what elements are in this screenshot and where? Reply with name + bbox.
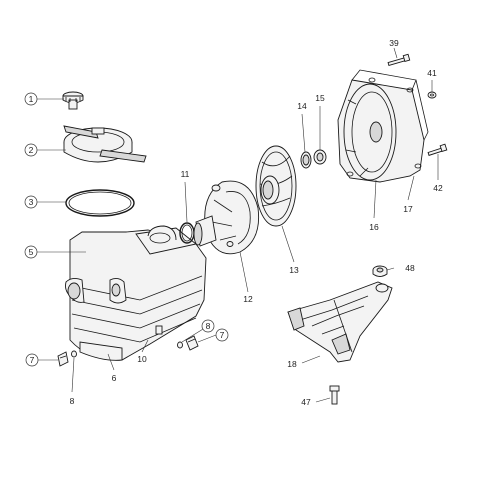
callout-label: 3 xyxy=(29,197,34,207)
callout-c13: 13 xyxy=(289,265,299,275)
part-screw-47 xyxy=(329,385,340,405)
callout-label: 1 xyxy=(29,94,34,104)
callout-label: 17 xyxy=(403,204,413,214)
callout-label: 42 xyxy=(433,183,443,193)
callout-c8b: 8 xyxy=(201,319,215,333)
callout-c5: 5 xyxy=(24,245,38,259)
callout-label: 5 xyxy=(29,247,34,257)
part-diffuser xyxy=(193,180,260,255)
callout-c48: 48 xyxy=(405,263,415,273)
callout-c18: 18 xyxy=(287,359,297,369)
part-support-bracket xyxy=(287,281,393,363)
callout-c10: 10 xyxy=(137,354,147,364)
callout-label: 10 xyxy=(137,354,147,364)
callout-c7a: 7 xyxy=(25,353,39,367)
callout-c42: 42 xyxy=(433,183,443,193)
callout-label: 41 xyxy=(427,68,437,78)
callout-label: 7 xyxy=(220,330,225,340)
callout-c15: 15 xyxy=(315,93,325,103)
part-pump-housing xyxy=(65,225,207,361)
part-bolt-39 xyxy=(387,53,411,66)
callout-c2: 2 xyxy=(24,143,38,157)
callout-label: 11 xyxy=(181,169,190,179)
callout-c14: 14 xyxy=(297,101,307,111)
leader-lines xyxy=(37,47,439,403)
callout-c17: 17 xyxy=(403,204,413,214)
callout-label: 12 xyxy=(243,294,253,304)
part-mechanical-seal xyxy=(300,149,327,169)
callout-c47: 47 xyxy=(301,397,311,407)
callout-c16: 16 xyxy=(369,222,379,232)
part-lid-oring xyxy=(65,189,135,217)
callout-c3: 3 xyxy=(24,195,38,209)
callout-c1: 1 xyxy=(24,92,38,106)
part-bolt-42 xyxy=(427,143,448,156)
callout-c12: 12 xyxy=(243,294,253,304)
callout-label: 39 xyxy=(389,38,399,48)
callout-c6: 6 xyxy=(112,373,117,383)
callout-c39: 39 xyxy=(389,38,399,48)
callout-label: 14 xyxy=(297,101,307,111)
callout-c8a: 8 xyxy=(70,396,75,406)
callout-label: 16 xyxy=(369,222,379,232)
callout-label: 2 xyxy=(29,145,34,155)
part-bushing-48 xyxy=(372,265,388,277)
callout-label: 47 xyxy=(301,397,311,407)
callout-label: 8 xyxy=(70,396,75,406)
part-drain-plug-right xyxy=(177,335,199,351)
callout-label: 8 xyxy=(206,321,211,331)
callout-label: 15 xyxy=(315,93,325,103)
part-knob xyxy=(62,91,84,110)
part-washer-41 xyxy=(427,91,437,99)
callout-label: 13 xyxy=(289,265,299,275)
callout-c11: 11 xyxy=(181,169,190,179)
part-impeller xyxy=(255,145,297,227)
callout-label: 7 xyxy=(30,355,35,365)
part-motor-flange xyxy=(337,69,429,183)
callout-label: 48 xyxy=(405,263,415,273)
part-drain-plug-left xyxy=(57,350,77,367)
callout-label: 18 xyxy=(287,359,297,369)
part-lid xyxy=(63,125,147,163)
callout-c7b: 7 xyxy=(215,328,229,342)
callout-label: 6 xyxy=(112,373,117,383)
callout-c41: 41 xyxy=(427,68,437,78)
